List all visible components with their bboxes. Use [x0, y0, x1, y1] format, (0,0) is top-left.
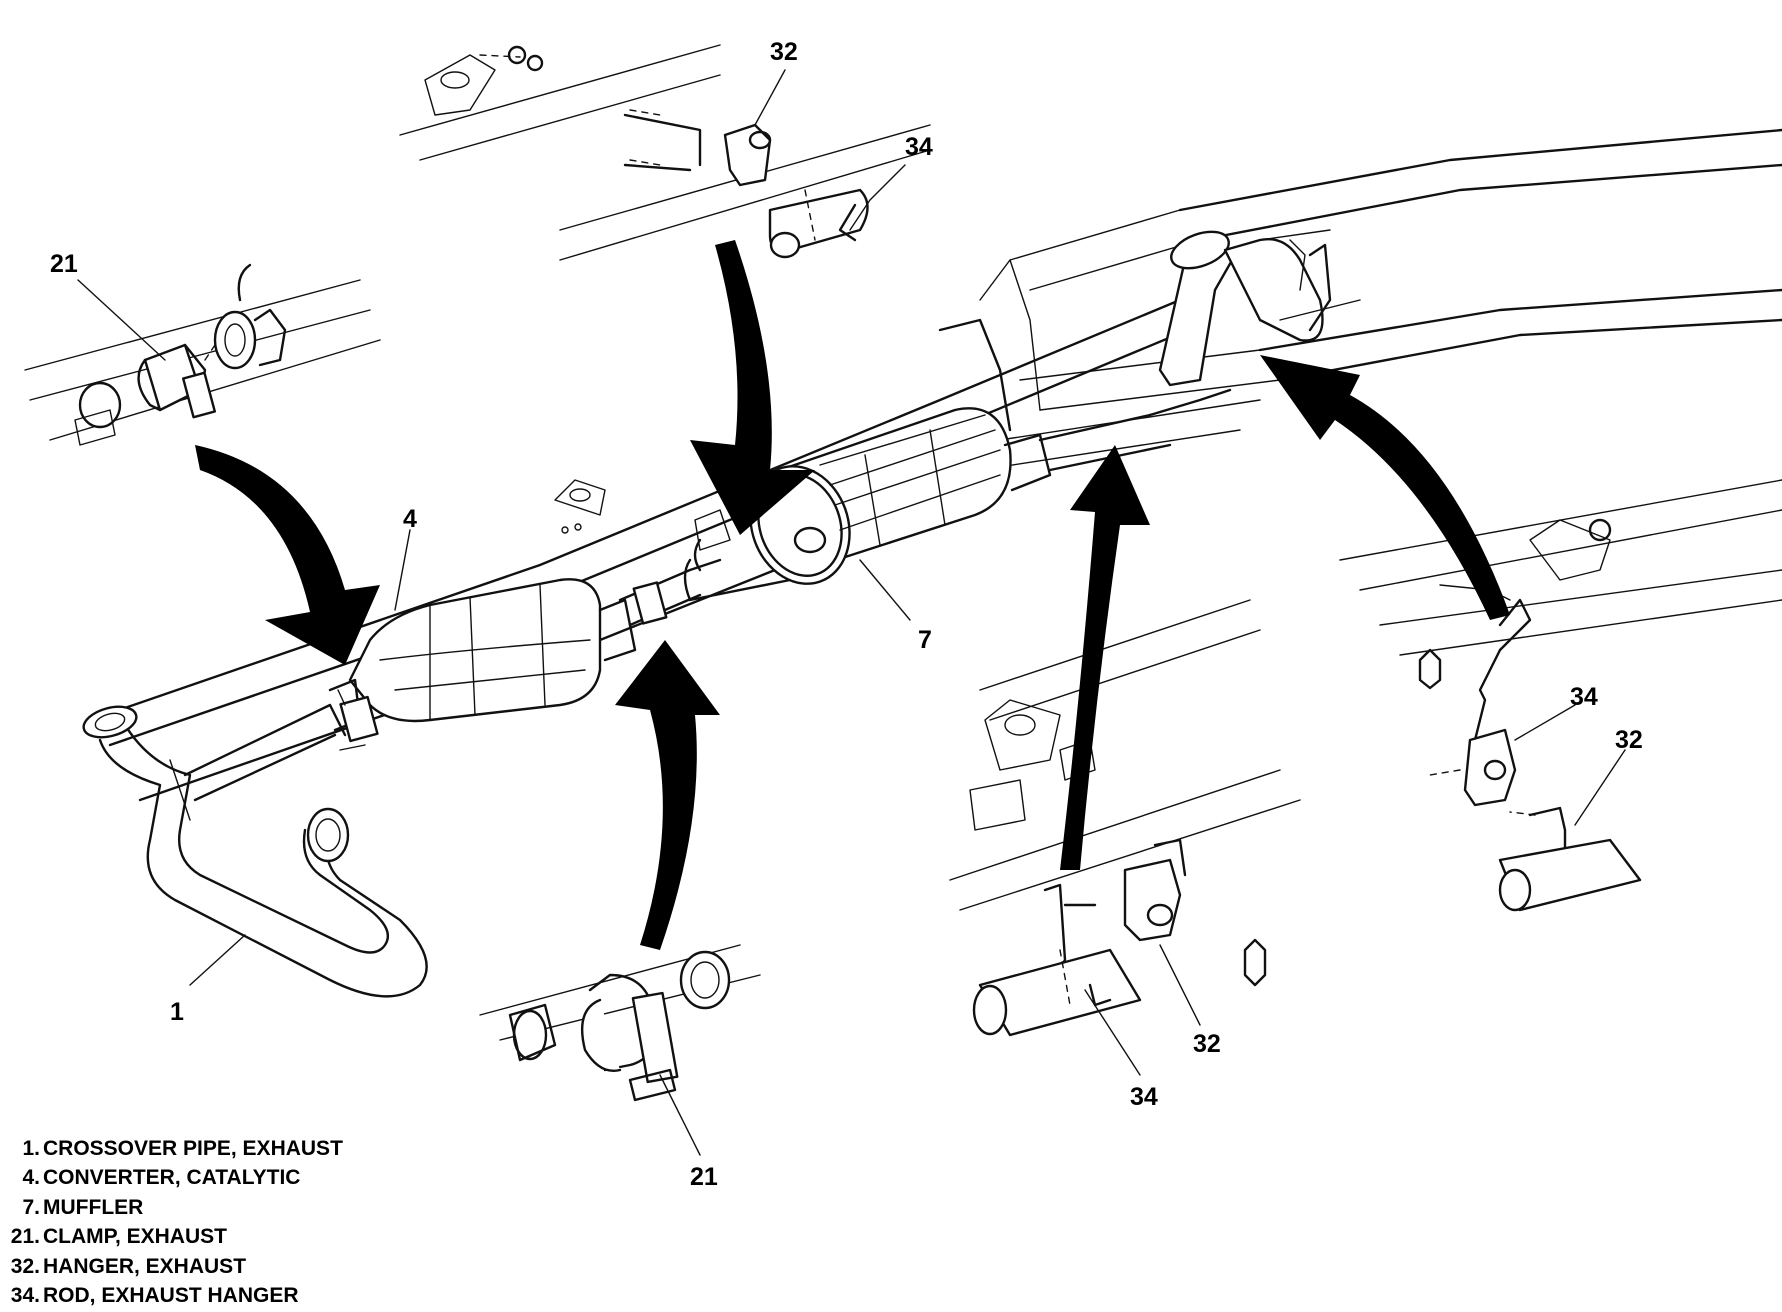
callout-labels: 32 34 21 4 7 1 21 34 32 32 34 — [50, 38, 1643, 1191]
inset-top-hanger — [399, 44, 931, 261]
arrow-top — [690, 240, 815, 535]
legend-item: 4.CONVERTER, CATALYTIC — [0, 1163, 343, 1192]
legend-item-text: ROD, EXHAUST HANGER — [43, 1284, 299, 1308]
inset-bottom-clamp — [479, 944, 761, 1102]
inset-right-hanger — [1339, 479, 1782, 912]
legend-item-text: CROSSOVER PIPE, EXHAUST — [43, 1137, 343, 1160]
legend-item-number: 21. — [10, 1225, 40, 1249]
callout-34-mid: 34 — [1130, 1083, 1158, 1111]
frame-rails — [88, 128, 1782, 821]
legend-item-text: CLAMP, EXHAUST — [43, 1225, 227, 1249]
arrow-right — [1260, 355, 1510, 620]
arrow-bottom — [615, 640, 720, 950]
legend-item: 7.MUFFLER — [0, 1193, 343, 1222]
crossover-pipe — [82, 703, 428, 998]
callout-1: 1 — [170, 998, 184, 1026]
arrow-left — [195, 445, 380, 665]
muffler — [749, 388, 1232, 585]
legend-item: 21.CLAMP, EXHAUST — [0, 1222, 343, 1251]
leader-lines — [77, 69, 1626, 1156]
legend-item: 1.CROSSOVER PIPE, EXHAUST — [0, 1134, 343, 1163]
legend-item: 34.ROD, EXHAUST HANGER — [0, 1281, 343, 1310]
callout-4: 4 — [403, 505, 417, 533]
legend-item: 32.HANGER, EXHAUST — [0, 1252, 343, 1281]
legend-item-number: 34. — [10, 1284, 40, 1308]
callout-21-left: 21 — [50, 250, 78, 278]
callout-34-top: 34 — [905, 133, 933, 161]
legend-item-number: 32. — [10, 1254, 40, 1278]
arrow-middle — [1060, 445, 1150, 870]
legend-item-text: MUFFLER — [43, 1195, 144, 1219]
inset-left-clamp — [24, 263, 381, 446]
callout-34-right: 34 — [1570, 683, 1598, 711]
callout-32-mid: 32 — [1193, 1030, 1221, 1058]
callout-7: 7 — [918, 626, 932, 654]
inset-middle-hanger — [949, 599, 1301, 1037]
legend-item-number: 7. — [22, 1195, 40, 1219]
legend-item-text: HANGER, EXHAUST — [43, 1254, 247, 1278]
tailpipe-riser — [1158, 229, 1361, 387]
callout-21-bottom: 21 — [690, 1163, 718, 1191]
legend-item-text: CONVERTER, CATALYTIC — [43, 1166, 301, 1190]
callout-32-top: 32 — [770, 38, 798, 66]
catalytic-converter — [328, 578, 637, 751]
arrows — [195, 240, 1510, 950]
legend-item-number: 4. — [22, 1166, 40, 1190]
legend-item-number: 1. — [22, 1137, 40, 1160]
callout-32-right: 32 — [1615, 726, 1643, 754]
